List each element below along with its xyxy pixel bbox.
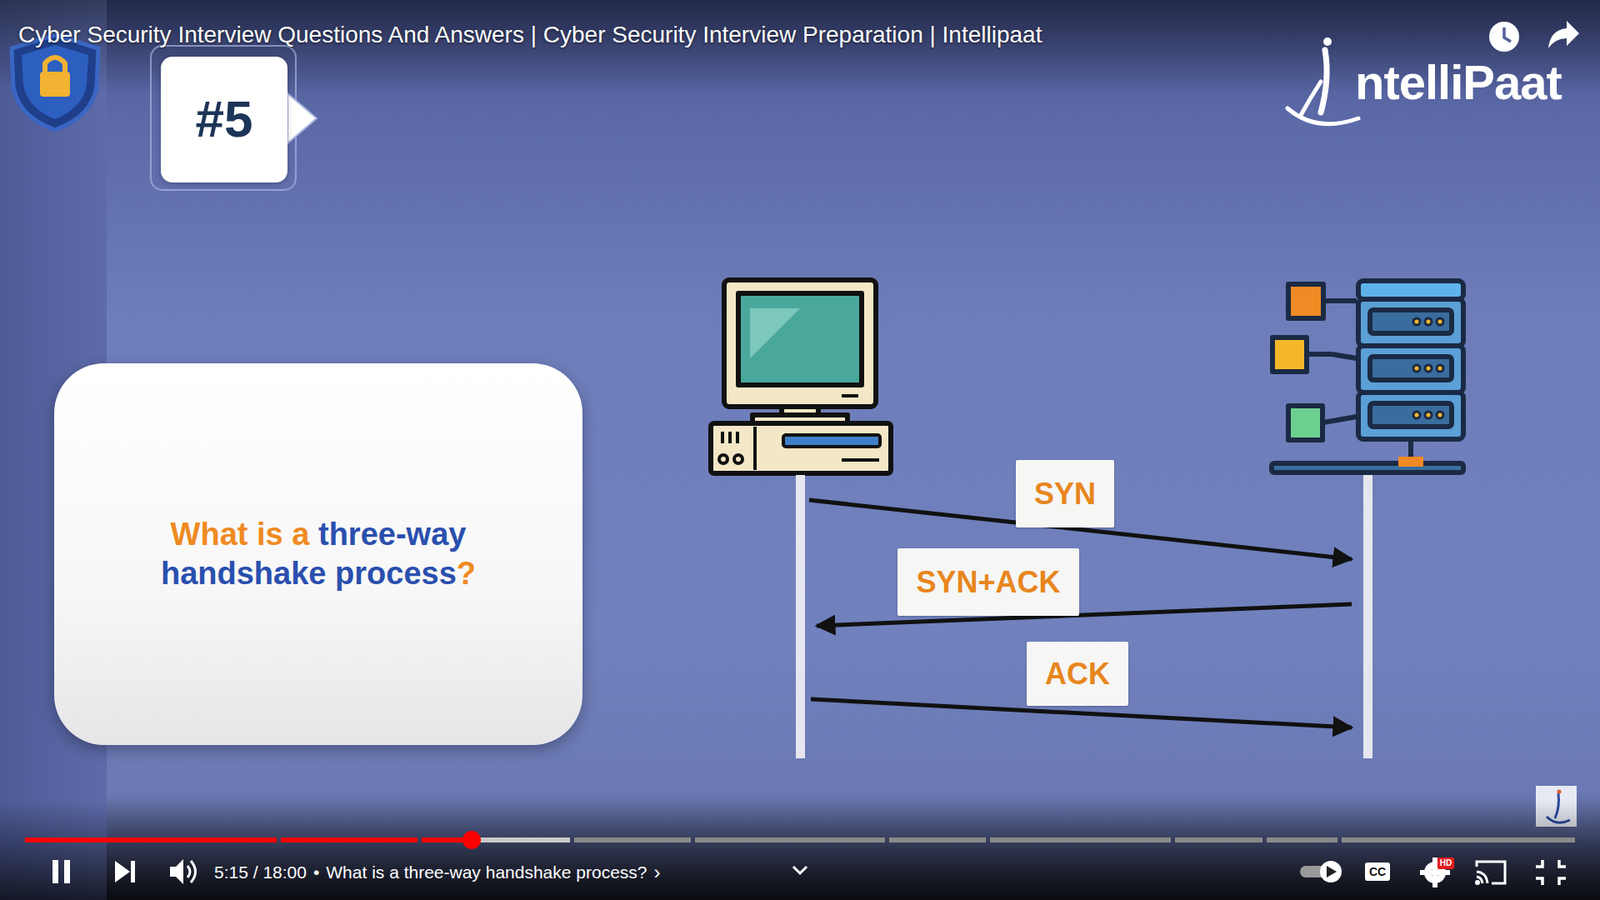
chapter-title: What is a three-way handshake process? bbox=[325, 862, 647, 883]
message-name: SYN+ACK bbox=[915, 563, 1060, 601]
lifeline bbox=[1363, 475, 1373, 759]
pause-icon bbox=[52, 860, 70, 884]
separator-dot: • bbox=[313, 862, 320, 883]
next-icon bbox=[115, 860, 135, 883]
progress-segment bbox=[1266, 837, 1338, 843]
scrubber bbox=[462, 830, 481, 850]
message-label: SYN+ACK bbox=[897, 548, 1079, 616]
server-icon bbox=[1271, 280, 1464, 473]
player-shade bbox=[0, 800, 1600, 900]
progress-segment bbox=[280, 837, 418, 843]
badge-frame bbox=[150, 45, 296, 190]
logo-text: ntelliPaat bbox=[1355, 55, 1562, 111]
progress-segment bbox=[471, 837, 570, 843]
share-icon bbox=[1548, 20, 1580, 49]
hd-badge: HD bbox=[1437, 857, 1455, 870]
message-label: SYN bbox=[1015, 460, 1115, 528]
chapter-chevron bbox=[793, 866, 807, 874]
message-label: ACK bbox=[1026, 641, 1129, 706]
progress-bar bbox=[25, 837, 1575, 843]
watch-later-icon bbox=[1489, 21, 1520, 52]
captions-button: CC bbox=[1365, 862, 1390, 881]
progress-segment bbox=[1341, 837, 1575, 843]
logo-figure bbox=[1287, 37, 1359, 125]
progress-segment bbox=[574, 837, 691, 843]
autoplay-toggle bbox=[1300, 860, 1342, 883]
shield-icon bbox=[11, 35, 99, 130]
number-badge: #5 bbox=[160, 56, 288, 183]
lifeline bbox=[795, 475, 805, 759]
video-title: Cyber Security Interview Questions And A… bbox=[18, 21, 1042, 49]
chapter-arrow: › bbox=[654, 860, 661, 885]
question-number: #5 bbox=[195, 86, 254, 152]
question-text: What is a three-way handshake process? bbox=[130, 515, 506, 595]
progress-segment bbox=[25, 837, 277, 843]
progress-segment bbox=[889, 837, 986, 843]
cast-icon bbox=[1476, 861, 1506, 885]
message-name: SYN bbox=[1034, 475, 1096, 513]
progress-segment bbox=[1175, 837, 1263, 843]
question-card: What is a three-way handshake process? bbox=[54, 363, 583, 745]
badge-tab bbox=[287, 93, 317, 144]
message-arrow bbox=[816, 604, 1352, 626]
volume-icon bbox=[170, 859, 196, 885]
message-name: ACK bbox=[1045, 655, 1110, 693]
time-display: 5:15 / 18:00 bbox=[214, 862, 307, 883]
progress-segment bbox=[695, 837, 885, 843]
progress-segment bbox=[990, 837, 1171, 843]
computer-icon bbox=[710, 280, 891, 474]
fullscreen-exit-icon bbox=[1535, 860, 1566, 885]
